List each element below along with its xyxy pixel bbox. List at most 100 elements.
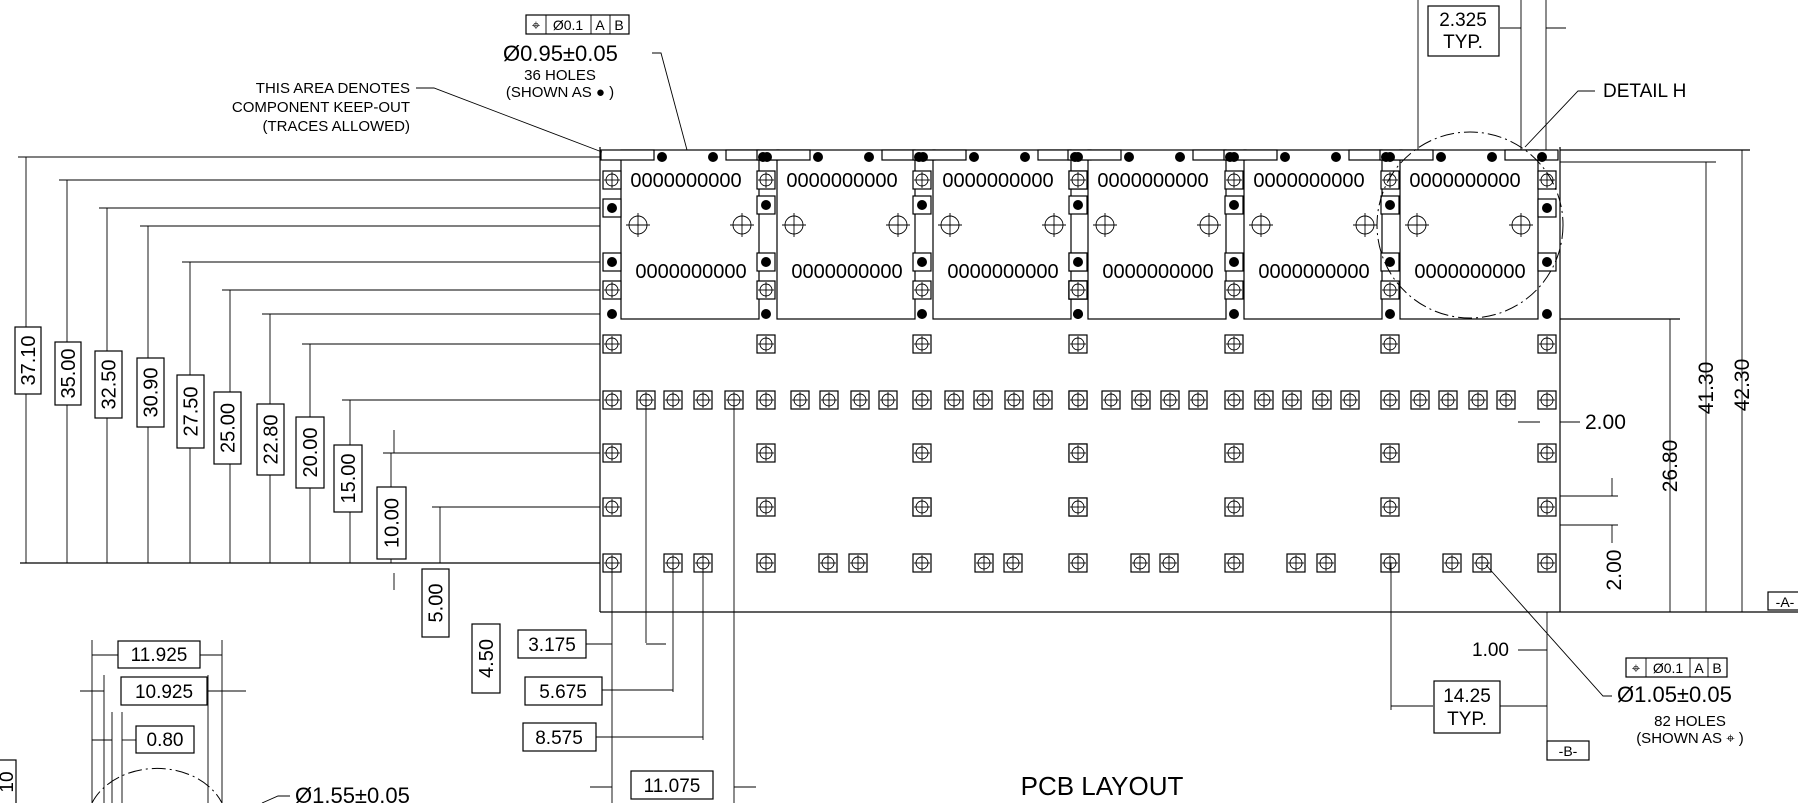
small-hole-dot <box>607 309 617 319</box>
dim-26-80: 26.80 <box>1659 440 1682 493</box>
dim-10-925: 10.925 <box>135 682 193 703</box>
dim-1-00-label: 1.00 <box>1472 640 1509 661</box>
drawing-title: PCB LAYOUT <box>1021 771 1184 801</box>
dim-value: 15.00 <box>338 453 360 503</box>
pin-row-label: 0000000000 <box>630 170 741 192</box>
datum-b-label: -B- <box>1559 743 1578 759</box>
small-hole-dot <box>1073 200 1083 210</box>
small-hole-dot <box>1124 152 1134 162</box>
pin-row-label: 0000000000 <box>1102 261 1213 283</box>
dim-1-00: 1.00 <box>1472 640 1547 661</box>
pin-row-label: 0000000000 <box>942 170 1053 192</box>
large-hole-diameter: Ø1.05±0.05 <box>1617 682 1732 707</box>
small-hole-dot <box>1385 257 1395 267</box>
dim-value: 20.00 <box>300 427 322 477</box>
bottom-left-detail: 11.925 10.925 0.80 10 Ø1.55±0.05 <box>0 640 410 803</box>
fcf-datum-b: B <box>614 17 623 33</box>
small-hole-dot <box>813 152 823 162</box>
keepout-line-3: (TRACES ALLOWED) <box>262 118 410 135</box>
fcf-datum-a: A <box>595 17 605 33</box>
small-hole-dot <box>1436 152 1446 162</box>
connector-tab <box>1379 149 1434 161</box>
dim-value: 37.10 <box>18 335 40 385</box>
small-hole-dot <box>1073 257 1083 267</box>
pitch-top-value: 2.325 <box>1439 10 1487 31</box>
dim-value: 10.00 <box>382 498 404 548</box>
dim-box <box>136 357 165 428</box>
small-hole-dot <box>1537 152 1547 162</box>
connector-tab <box>756 149 811 161</box>
dim-2-00-vertical: 2.00 <box>1603 550 1626 591</box>
connector-housing <box>1243 149 1383 320</box>
dim-2-00-horizontal: 2.00 <box>1585 411 1626 434</box>
connector-tab <box>912 149 967 161</box>
dim-box <box>54 341 82 406</box>
pin-row-label: 0000000000 <box>635 261 746 283</box>
dim-value: 22.80 <box>261 414 283 464</box>
dim-box <box>333 444 363 513</box>
small-hole-dot <box>1020 152 1030 162</box>
small-hole-dot <box>1385 152 1395 162</box>
pitch-top-typ: TYP. <box>1443 32 1483 53</box>
keepout-note: THIS AREA DENOTES COMPONENT KEEP-OUT (TR… <box>232 80 603 153</box>
connector-housing <box>1399 149 1539 320</box>
dim-value: 4.50 <box>476 639 498 678</box>
pin-row-label: 0000000000 <box>1097 170 1208 192</box>
pin-row-labels: 0000000000 0000000000 0000000000 0000000000… <box>630 170 1525 283</box>
dim-value: 5.00 <box>426 584 448 623</box>
connector-housing <box>932 149 1072 320</box>
small-hole-dot <box>762 152 772 162</box>
dim-box <box>94 350 123 419</box>
dim-value: 27.50 <box>181 386 203 436</box>
keepout-line-1: THIS AREA DENOTES <box>256 80 410 97</box>
dim-3-175: 3.175 <box>528 635 576 656</box>
small-hole-count: 36 HOLES <box>524 67 596 84</box>
datum-a-label: -A- <box>1776 594 1795 610</box>
small-hole-dot <box>1542 203 1552 213</box>
dim-box <box>176 374 205 449</box>
dim-42-30: 42.30 <box>1731 359 1754 412</box>
connector-housing <box>620 149 760 320</box>
small-hole-dot <box>761 309 771 319</box>
small-hole-dot <box>761 200 771 210</box>
small-hole-dot <box>1331 152 1341 162</box>
small-hole-dot <box>969 152 979 162</box>
connector-tab <box>600 149 655 161</box>
connector-housing <box>776 149 916 320</box>
fcf-position-symbol-2: ⌖ <box>1632 660 1641 677</box>
dim-0-80: 0.80 <box>147 730 184 751</box>
dim-box <box>256 403 285 476</box>
small-hole-dot <box>864 152 874 162</box>
dim-box <box>421 568 450 638</box>
small-hole-dot <box>918 152 928 162</box>
connector-tab <box>1223 149 1278 161</box>
dim-box <box>14 326 42 395</box>
small-hole-dot <box>1229 152 1239 162</box>
pin-row-label: 0000000000 <box>1409 170 1520 192</box>
datum-a: -A- <box>1767 591 1798 611</box>
small-hole-dot <box>1542 309 1552 319</box>
dim-value: 30.90 <box>141 367 163 417</box>
small-hole-dot <box>1487 152 1497 162</box>
bottom-left-hole-diameter: Ø1.55±0.05 <box>295 783 410 803</box>
dim-value: 32.50 <box>99 359 121 409</box>
small-hole-dot <box>1229 200 1239 210</box>
bottom-horizontal-dims: 3.175 5.675 8.575 11.075 <box>517 400 756 803</box>
small-hole-dot <box>1385 200 1395 210</box>
fcf-tolerance: Ø0.1 <box>553 17 584 33</box>
detail-h-label: DETAIL H <box>1603 81 1686 102</box>
dim-box <box>471 623 501 694</box>
pitch-bottom-value: 14.25 <box>1443 686 1491 707</box>
right-dimensions: 42.30 41.30 26.80 2.00 2.00 <box>1518 150 1754 612</box>
dim-8-575: 8.575 <box>535 728 583 749</box>
small-hole-dot <box>917 257 927 267</box>
pin-row-label: 0000000000 <box>791 261 902 283</box>
connector-housing <box>1087 149 1227 320</box>
small-hole-shown-as: (SHOWN AS ● ) <box>506 84 614 101</box>
pin-row-label: 0000000000 <box>1253 170 1364 192</box>
dim-11-075: 11.075 <box>644 776 701 797</box>
fcf-tolerance-2: Ø0.1 <box>1653 660 1684 676</box>
dim-edge: 10 <box>0 771 18 792</box>
